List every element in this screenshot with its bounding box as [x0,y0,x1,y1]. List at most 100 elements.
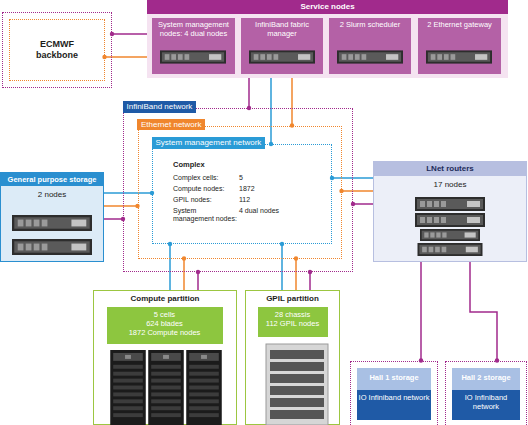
node-text: 112 GPIL nodes [258,319,328,328]
network-link [281,244,283,290]
node-text: 17 nodes [374,176,526,190]
link-dot [182,256,186,260]
link-dot [351,202,355,206]
node-text: 28 chassis [258,310,328,319]
service-group: Service nodesSystem management nodes: 4 … [147,0,508,78]
network-link [197,272,199,290]
node-text: Compute partition [94,291,236,306]
rack-image [148,350,184,425]
node-text: 5 [239,174,243,182]
network-link [470,262,497,361]
link-dot [495,358,499,362]
network-link [309,272,311,290]
network-zone: Ethernet networkSystem management networ… [138,126,342,259]
chassis [270,386,324,395]
node-text: 112 [239,196,250,204]
rack-image [186,350,222,425]
service-box: 2 Ethernet gateway [418,18,501,74]
link-dot [308,270,312,274]
link-dot [110,32,114,36]
node-text: InfiniBand fabric manager [241,18,323,41]
chassis [270,350,324,359]
node-text: 2 Ethernet gateway [418,18,501,33]
network-link [169,244,171,290]
network-link [295,259,297,291]
link-dot [330,176,334,180]
server-image [426,50,492,63]
rack-image [110,350,146,425]
link-dot [280,242,284,246]
partition-summary: 28 chassis112 GPIL nodes [258,307,328,337]
network-link [104,218,123,220]
node-text: 2 nodes [1,186,103,200]
chassis [270,374,324,383]
node-text: LNet routers [374,162,526,176]
network-link [105,56,148,58]
cabinet-image [266,344,328,425]
link-dot [339,189,343,193]
partition-box: Compute partition5 cells624 blades1872 C… [93,290,237,425]
server-image [418,243,483,256]
cabinet-body [266,344,328,425]
link-dot [168,242,172,246]
node-text: 4 dual nodes [239,207,279,215]
partition-summary: 5 cells624 blades1872 Compute nodes [107,307,223,344]
node-text: Complex [173,161,205,170]
network-link [183,259,185,291]
link-dot [102,55,106,59]
node-text: IO Infiniband network [452,394,520,411]
node-text: Complex cells: [173,174,237,182]
link-dot [419,358,423,362]
node-text: General purpose storage [1,173,103,186]
service-box: 2 Slurm scheduler [329,18,411,74]
server-image [160,50,226,63]
network-link [104,192,152,194]
chassis [270,410,324,419]
node-text: Hall 1 storage [357,368,431,382]
node-text: Ethernet network [137,119,205,131]
server-image [415,197,485,211]
node-text: ECMWF backbone [26,39,88,61]
node-text: Compute nodes: [173,185,237,193]
node-text: 5 cells [107,310,223,319]
node-text: System management nodes: 4 dual nodes [152,18,235,41]
node-text: GPIL nodes: [173,196,237,204]
server-image [415,213,485,227]
partition-box: GPIL partition28 chassis112 GPIL nodes [245,290,340,425]
network-link [248,78,250,108]
storage-hall: Hall 1 storage IO Infiniband network [357,368,431,420]
server-image [12,239,92,255]
server-image [420,229,480,241]
network-link [420,262,422,361]
network-link [112,33,147,35]
network-link [104,205,138,207]
service-box: InfiniBand fabric manager [241,18,323,74]
node-text: Service nodes [147,0,508,14]
storage-hall: Hall 2 storage IO Infiniband network [452,368,520,420]
node-text: System management network [152,137,266,149]
link-dot [196,270,200,274]
service-box: System management nodes: 4 dual nodes [152,18,235,74]
node-text: System management nodes: [173,207,237,223]
chassis [270,362,324,371]
node-text: Hall 2 storage [452,368,520,382]
node-text: IO Infiniband network [357,394,431,403]
server-image [12,215,92,231]
node-text: 1872 [239,185,255,193]
router-box: LNet routers17 nodes [373,161,527,262]
server-image [337,50,403,63]
backbone-box: ECMWF backbone [2,12,112,88]
node-text: InfiniBand network [123,101,197,113]
network-link [353,203,373,205]
node-text: 624 blades [107,319,223,328]
server-image [249,50,315,63]
node-text: GPIL partition [246,291,339,306]
io-network-box: IO Infiniband network [452,390,520,420]
network-link [342,190,374,192]
link-dot [294,256,298,260]
node-text: 2 Slurm scheduler [329,18,411,33]
io-network-box: IO Infiniband network [357,390,431,420]
network-link [270,78,272,144]
